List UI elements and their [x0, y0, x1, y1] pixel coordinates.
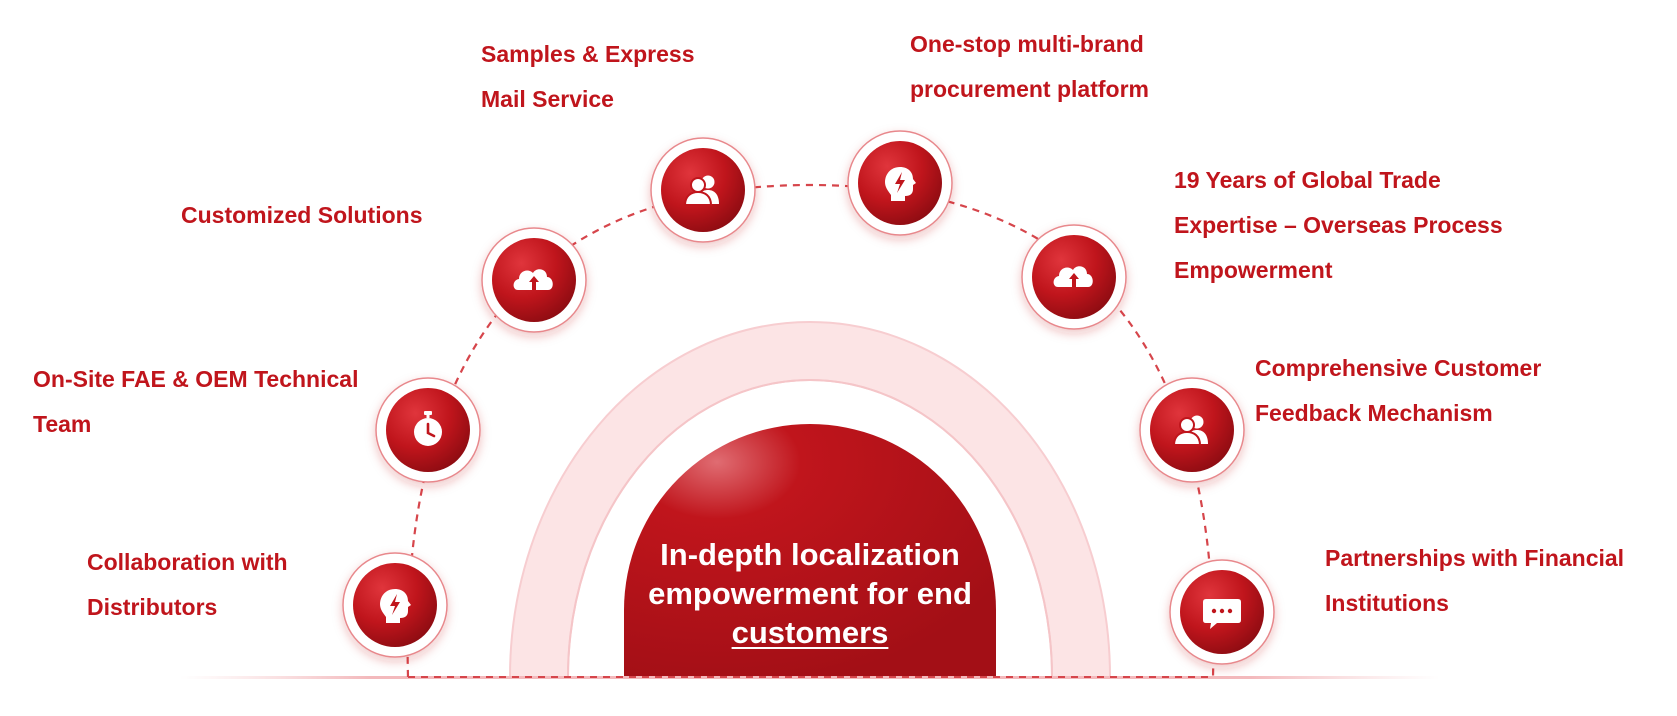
base-line [180, 676, 1440, 679]
label-line: Samples & Express [481, 41, 695, 67]
label-line: Mail Service [481, 86, 614, 112]
node-circle [1139, 377, 1245, 483]
label-customer-feedback: Comprehensive Customer Feedback Mechanis… [1255, 346, 1541, 436]
label-line: Distributors [87, 594, 218, 620]
label-collaboration-with-distributors: Collaboration with Distributors [87, 540, 288, 630]
center-title: In-depth localization empowerment for en… [600, 535, 1020, 652]
label-line: On-Site FAE & OEM Technical [33, 366, 359, 392]
center-title-line-2: empowerment for end [648, 576, 972, 611]
label-onsite-fae-oem-team: On-Site FAE & OEM Technical Team [33, 357, 358, 447]
label-line: Team [33, 411, 92, 437]
inner-halo-ring [567, 379, 1053, 678]
center-dome [624, 424, 996, 677]
chat-bubble-icon [1203, 599, 1241, 629]
dashed-connector-arc [406, 183, 1215, 678]
users-icon [1172, 415, 1208, 446]
node-circle [375, 377, 481, 483]
cloud-upload-icon [513, 269, 553, 290]
label-one-stop-procurement: One-stop multi-brand procurement platfor… [910, 22, 1149, 112]
label-line: Comprehensive Customer [1255, 355, 1542, 381]
cloud-upload-icon [1053, 266, 1093, 287]
users-icon [683, 175, 719, 206]
label-line: Collaboration with [87, 549, 288, 575]
label-line: Empowerment [1174, 257, 1333, 283]
label-customized-solutions: Customized Solutions [181, 193, 423, 238]
center-title-line-3: customers [731, 615, 889, 650]
label-line: Customized Solutions [181, 202, 423, 228]
node-circle [1021, 224, 1127, 330]
node-circle [847, 130, 953, 236]
label-financial-partnerships: Partnerships with Financial Institutions [1325, 536, 1624, 626]
label-line: procurement platform [910, 76, 1149, 102]
node-circle [1169, 559, 1275, 665]
label-samples-express-mail: Samples & Express Mail Service [481, 32, 695, 122]
label-line: Feedback Mechanism [1255, 400, 1493, 426]
node-circle [650, 137, 756, 243]
label-line: 19 Years of Global Trade [1174, 167, 1441, 193]
label-line: Institutions [1325, 590, 1449, 616]
node-circle [342, 552, 448, 658]
label-line: Expertise – Overseas Process [1174, 212, 1503, 238]
lightbulb-bolt-icon [885, 167, 916, 201]
lightbulb-bolt-icon [380, 589, 411, 623]
label-line: Partnerships with Financial [1325, 545, 1625, 571]
node-circle [481, 227, 587, 333]
label-19-years-global-trade: 19 Years of Global Trade Expertise – Ove… [1174, 158, 1503, 293]
center-title-line-1: In-depth localization [660, 537, 960, 572]
stopwatch-icon [414, 411, 442, 446]
label-line: One-stop multi-brand [910, 31, 1144, 57]
